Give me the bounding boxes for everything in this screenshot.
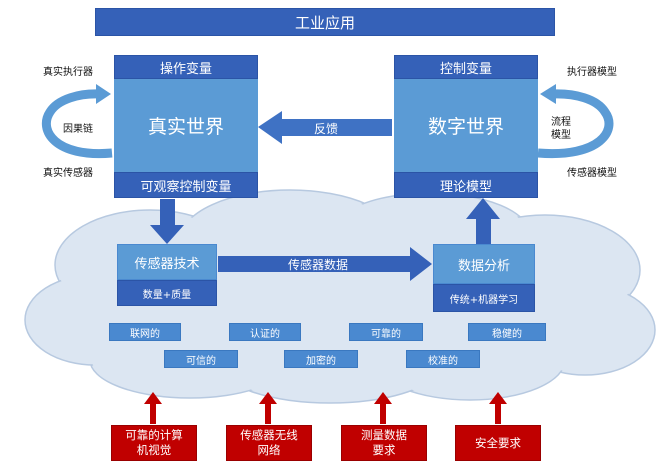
real-executor-label: 真实执行器 — [43, 67, 93, 78]
property-networked: 联网的 — [130, 328, 160, 340]
quantity-quality-label: 数量+质量 — [142, 289, 192, 301]
property-reliable: 可靠的 — [371, 328, 401, 340]
real-sensor-label: 真实传感器 — [43, 168, 93, 179]
sensor-data-label: 传感器数据 — [288, 258, 349, 272]
sensor-tech-box: 传感器技术 — [117, 244, 217, 280]
feedback-label: 反馈 — [314, 122, 339, 136]
requirement-wireless-sensor-network: 传感器无线 网络 — [240, 428, 298, 457]
property-calibrated: 校准的 — [428, 355, 458, 367]
property-encrypted: 加密的 — [306, 355, 336, 367]
up-arrow — [466, 198, 500, 244]
property-certified: 认证的 — [250, 328, 280, 340]
sensor-tech-label: 传感器技术 — [134, 256, 200, 272]
operating-variables-label: 操作变量 — [159, 61, 212, 77]
digital-world-main: 数字世界 — [394, 79, 538, 172]
sensor-model-label: 传感器模型 — [567, 168, 617, 179]
flow-model-loop-arrow — [537, 89, 614, 159]
data-analysis-label: 数据分析 — [457, 258, 510, 274]
real-world-label: 真实世界 — [147, 116, 224, 138]
real-world-top: 操作变量 — [114, 55, 258, 79]
sensor-data-arrow — [218, 247, 432, 281]
page-title: 工业应用 — [95, 8, 555, 36]
theoretical-model-label: 理论模型 — [439, 179, 492, 195]
data-analysis-box: 数据分析 — [433, 244, 535, 284]
executor-model-label: 执行器模型 — [567, 67, 617, 78]
requirement-security: 安全要求 — [475, 435, 521, 450]
requirement-arrows — [144, 392, 507, 424]
requirement-box: 传感器无线 网络 — [226, 425, 312, 461]
requirement-box: 测量数据 要求 — [341, 425, 427, 461]
observable-control-variables-label: 可观察控制变量 — [140, 179, 232, 195]
requirement-box: 安全要求 — [455, 425, 541, 461]
requirement-measurement-data: 测量数据 要求 — [361, 428, 407, 457]
sensor-tech-sub: 数量+质量 — [117, 280, 217, 306]
digital-world-bottom: 理论模型 — [394, 172, 538, 198]
requirement-computer-vision: 可靠的计算 机视觉 — [125, 428, 183, 457]
title-text: 工业应用 — [294, 13, 355, 32]
digital-world-label: 数字世界 — [427, 116, 504, 138]
property-robust: 稳健的 — [492, 328, 522, 340]
property-tag: 稳健的 — [468, 323, 546, 341]
control-variables-label: 控制变量 — [439, 61, 492, 77]
property-tag: 校准的 — [406, 350, 480, 368]
data-analysis-sub: 传统+机器学习 — [433, 284, 535, 312]
property-tag: 认证的 — [229, 323, 301, 341]
property-tag: 可信的 — [164, 350, 238, 368]
causal-chain-label: 因果链 — [63, 124, 93, 135]
traditional-ml-label: 传统+机器学习 — [449, 294, 519, 306]
digital-world-top: 控制变量 — [394, 55, 538, 79]
down-arrow — [150, 199, 184, 244]
requirement-box: 可靠的计算 机视觉 — [111, 425, 197, 461]
real-world-bottom: 可观察控制变量 — [114, 172, 258, 198]
feedback-arrow — [258, 111, 392, 144]
real-world-main: 真实世界 — [114, 79, 258, 172]
property-tag: 联网的 — [109, 323, 181, 341]
flow-model-label: 流程 模型 — [551, 117, 571, 141]
property-tag: 加密的 — [284, 350, 358, 368]
property-trusted: 可信的 — [186, 355, 216, 367]
causal-chain-loop-arrow — [41, 89, 113, 159]
property-tag: 可靠的 — [349, 323, 423, 341]
